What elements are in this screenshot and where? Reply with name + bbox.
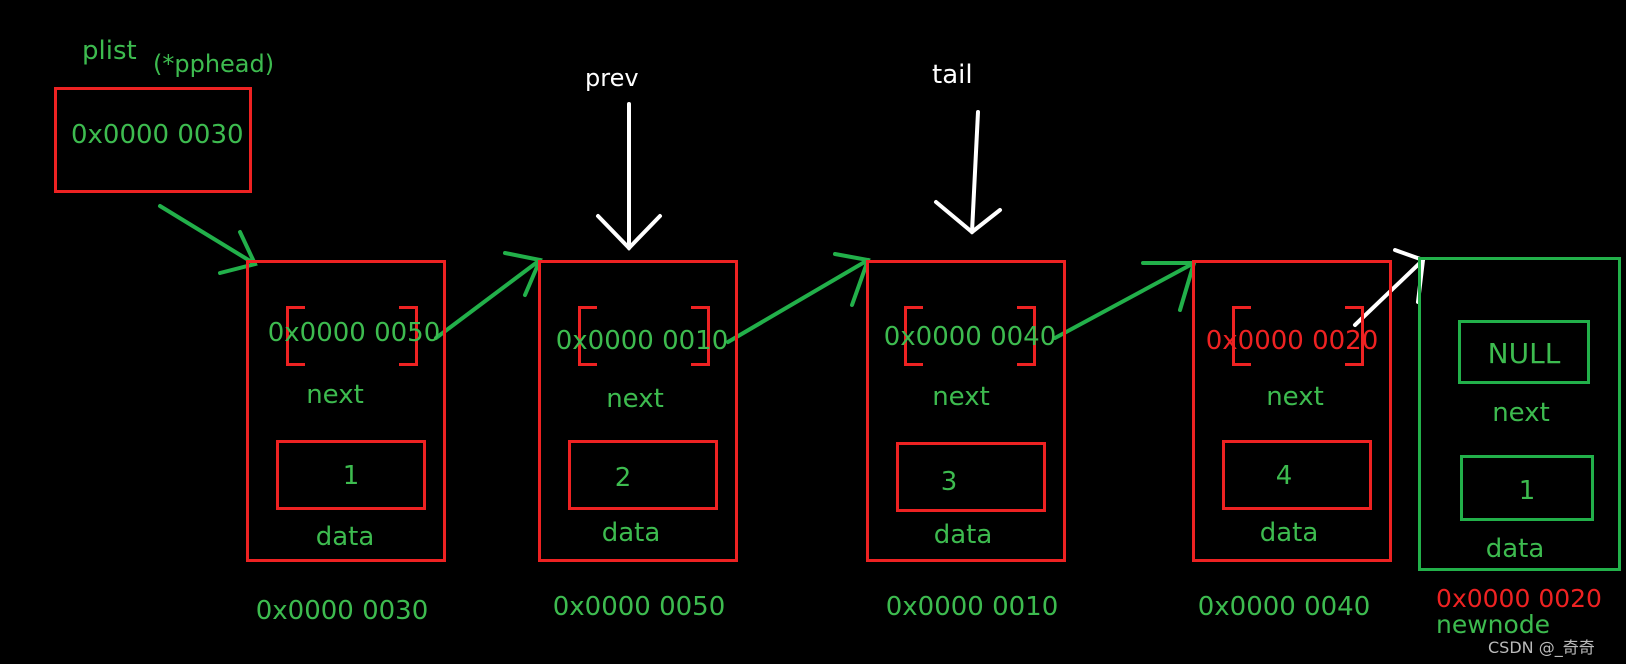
node-4-next-field [1232, 306, 1364, 366]
node-3-data-field: 3 [896, 442, 1046, 512]
node-3-next-value: 0x0000 0040 [883, 322, 1057, 352]
node-2-data-label: data [601, 518, 661, 548]
node-2-address: 0x0000 0050 [552, 592, 726, 622]
node-4 [1192, 260, 1392, 562]
node-2-next-value: 0x0000 0010 [555, 326, 729, 356]
node-4-next-label: next [1266, 382, 1324, 412]
arrow-node1-to-node2 [434, 251, 543, 340]
node-3-next-label: next [932, 382, 990, 412]
pphead-label: (*pphead) [153, 50, 275, 78]
node-1-data-value: 1 [342, 461, 360, 491]
new-node-address: 0x0000 0020 [1436, 584, 1602, 613]
new-node-data-label: data [1485, 534, 1545, 564]
node-1-next-label: next [306, 380, 364, 410]
new-node-data-value: 1 [1518, 476, 1536, 506]
node-3-data-value: 3 [940, 467, 958, 497]
node-2 [538, 260, 738, 562]
node-4-next-value: 0x0000 0020 [1205, 326, 1379, 356]
node-1-data-label: data [315, 522, 375, 552]
node-1-address: 0x0000 0030 [255, 596, 429, 626]
watermark: CSDN @_奇奇 [1488, 638, 1595, 657]
node-1-data-field: 1 [276, 440, 426, 510]
node-4-address: 0x0000 0040 [1197, 592, 1371, 622]
tail-label: tail [932, 60, 973, 90]
node-2-next-field [578, 306, 710, 366]
node-4-data-field: 4 [1222, 440, 1372, 510]
arrow-prev-pointer [596, 102, 662, 251]
node-2-next-label: next [606, 384, 664, 414]
node-2-data-field: 2 [568, 440, 718, 510]
new-node-next-value: NULL [1487, 337, 1561, 370]
node-3-address: 0x0000 0010 [885, 592, 1059, 622]
head-pointer-box: 0x0000 0030 [54, 87, 252, 193]
node-2-data-value: 2 [614, 463, 632, 493]
node-3-data-label: data [933, 520, 993, 550]
head-pointer-value: 0x0000 0030 [71, 120, 244, 150]
new-node [1418, 257, 1621, 571]
newnode-label: newnode [1436, 610, 1551, 639]
prev-label: prev [585, 64, 639, 92]
new-node-next-label: next [1492, 398, 1550, 428]
node-4-data-label: data [1259, 518, 1319, 548]
plist-label: plist [82, 36, 137, 66]
node-3-next-field [904, 306, 1036, 366]
arrow-tail-pointer [934, 110, 1002, 235]
node-1-next-field [286, 306, 418, 366]
new-node-data-field: 1 [1460, 455, 1594, 521]
arrow-node2-to-node3 [726, 252, 871, 344]
new-node-next-field: NULL [1458, 320, 1590, 384]
node-1-next-value: 0x0000 0050 [267, 318, 441, 348]
node-1 [246, 260, 446, 562]
node-4-data-value: 4 [1275, 461, 1293, 491]
arrow-node3-to-node4 [1053, 261, 1197, 340]
node-3 [866, 260, 1066, 562]
arrow-plist-to-node1 [158, 204, 258, 275]
